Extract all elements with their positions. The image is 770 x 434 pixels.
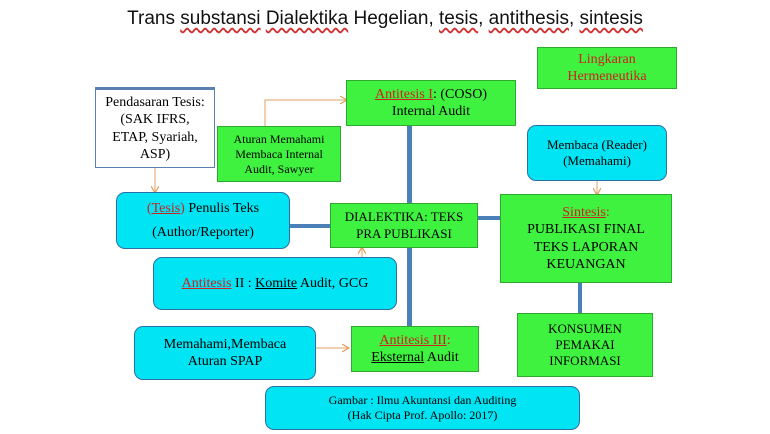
arrow-aturan-antitesis1 bbox=[264, 100, 346, 126]
antitesis-2-mid: II : bbox=[231, 275, 256, 291]
lingkaran-line: Lingkaran bbox=[578, 51, 636, 67]
connector-antitesis1-dialektika bbox=[407, 126, 412, 203]
tesis-heading: (Tesis) Penulis Teks bbox=[147, 200, 259, 218]
sintesis-line: KEUANGAN bbox=[546, 257, 626, 272]
antitesis-3-heading: Antitesis III: bbox=[379, 332, 450, 350]
konsumen-line: PEMAKAI bbox=[555, 336, 615, 352]
connector-tesis-dialektika bbox=[290, 224, 330, 228]
tesis-suffix: Penulis Teks bbox=[184, 201, 260, 216]
membaca-line: Membaca (Reader) bbox=[547, 136, 647, 152]
connector-dialektika-antitesis3 bbox=[407, 248, 412, 326]
antitesis-3-colon: : bbox=[446, 332, 451, 348]
title-part: tesis bbox=[439, 8, 479, 29]
spap-box: Memahami,Membaca Aturan SPAP bbox=[134, 326, 316, 380]
konsumen-box: KONSUMEN PEMAKAI INFORMASI bbox=[517, 313, 653, 377]
gambar-line: (Hak Cipta Prof. Apollo: 2017) bbox=[347, 408, 498, 422]
dialektika-box: DIALEKTIKA: TEKS PRA PUBLIKASI bbox=[330, 203, 478, 248]
title-part: substansi bbox=[180, 8, 261, 29]
lingkaran-line: Hermeneutika bbox=[567, 69, 647, 84]
antitesis-1-label: Antitesis I bbox=[374, 86, 433, 102]
sintesis-line: TEKS LAPORAN bbox=[533, 239, 639, 255]
antitesis-1-heading: Antitesis I: (COSO) bbox=[375, 86, 487, 104]
antitesis-2-heading: Antitesis II : Komite Audit, GCG bbox=[182, 275, 369, 293]
antitesis-3-box: Antitesis III: Eksternal Audit bbox=[351, 326, 479, 372]
tesis-penulis-box: (Tesis) Penulis Teks (Author/Reporter) bbox=[116, 192, 290, 249]
antitesis-1-suffix: : (COSO) bbox=[432, 86, 487, 102]
membaca-line: (Memahami) bbox=[563, 153, 631, 168]
title-part: Dialektika bbox=[265, 8, 349, 29]
konsumen-line: KONSUMEN bbox=[548, 320, 622, 336]
connector-dialektika-sintesis bbox=[478, 216, 500, 220]
gambar-caption-box: Gambar : Ilmu Akuntansi dan Auditing (Ha… bbox=[265, 386, 580, 430]
connector-sintesis-konsumen bbox=[578, 283, 582, 313]
tesis-line2: (Author/Reporter) bbox=[152, 224, 254, 240]
sintesis-box: Sintesis: PUBLIKASI FINAL TEKS LAPORAN K… bbox=[500, 194, 672, 283]
konsumen-line: INFORMASI bbox=[549, 353, 621, 369]
title-part: , bbox=[478, 8, 489, 29]
pendasaran-tesis-box: Pendasaran Tesis: (SAK IFRS, ETAP, Syari… bbox=[95, 87, 215, 168]
antitesis-3-line2: Eksternal Audit bbox=[371, 349, 459, 367]
aturan-line: Audit, Sawyer bbox=[244, 161, 314, 176]
membaca-reader-box: Membaca (Reader) (Memahami) bbox=[527, 125, 667, 181]
tesis-paren: ) bbox=[180, 201, 185, 216]
gambar-line: Gambar : Ilmu Akuntansi dan Auditing bbox=[328, 393, 517, 407]
antitesis-2-suffix: Audit, GCG bbox=[297, 275, 369, 291]
title-part: sintesis bbox=[579, 8, 643, 29]
tesis-label: Tesis bbox=[151, 201, 181, 216]
lingkaran-hermeneutika-box: Lingkaran Hermeneutika bbox=[537, 47, 677, 89]
title-part: Hegelian, bbox=[348, 8, 440, 29]
aturan-memahami-box: Aturan Memahami Membaca Internal Audit, … bbox=[217, 126, 341, 182]
aturan-line: Membaca Internal bbox=[235, 146, 323, 161]
title-part: , bbox=[568, 8, 580, 29]
spap-line: Memahami,Membaca bbox=[163, 336, 287, 352]
sintesis-label: Sintesis bbox=[562, 204, 606, 220]
pendasaran-line: ASP) bbox=[139, 147, 171, 162]
dialektika-line: PRA PUBLIKASI bbox=[356, 225, 452, 241]
pendasaran-line: (SAK IFRS, bbox=[120, 112, 190, 127]
antitesis-3-audit: Audit bbox=[424, 350, 459, 365]
pendasaran-line: Pendasaran Tesis: bbox=[105, 94, 205, 110]
antitesis-3-label: Antitesis III bbox=[379, 332, 447, 348]
antitesis-2-label: Antitesis bbox=[181, 275, 232, 291]
spap-line: Aturan SPAP bbox=[187, 354, 263, 369]
tesis-paren: ( bbox=[146, 201, 152, 216]
sintesis-colon: : bbox=[605, 204, 610, 220]
title-part: Trans bbox=[127, 8, 181, 29]
antitesis-3-eksternal: Eksternal bbox=[371, 350, 425, 365]
sintesis-line: PUBLIKASI FINAL bbox=[527, 222, 645, 237]
antitesis-2-box: Antitesis II : Komite Audit, GCG bbox=[153, 257, 397, 310]
pendasaran-line: ETAP, Syariah, bbox=[112, 129, 198, 145]
aturan-line: Aturan Memahami bbox=[233, 131, 325, 146]
dialektika-line: DIALEKTIKA: TEKS bbox=[344, 209, 464, 225]
antitesis-1-box: Antitesis I: (COSO) Internal Audit bbox=[346, 80, 516, 126]
antitesis-1-line2: Internal Audit bbox=[391, 104, 471, 119]
antitesis-2-komite: Komite bbox=[255, 275, 298, 291]
title-part: antithesis bbox=[488, 8, 569, 29]
diagram-title: Trans substansi Dialektika Hegelian, tes… bbox=[0, 8, 770, 30]
sintesis-heading: Sintesis: bbox=[562, 204, 609, 222]
